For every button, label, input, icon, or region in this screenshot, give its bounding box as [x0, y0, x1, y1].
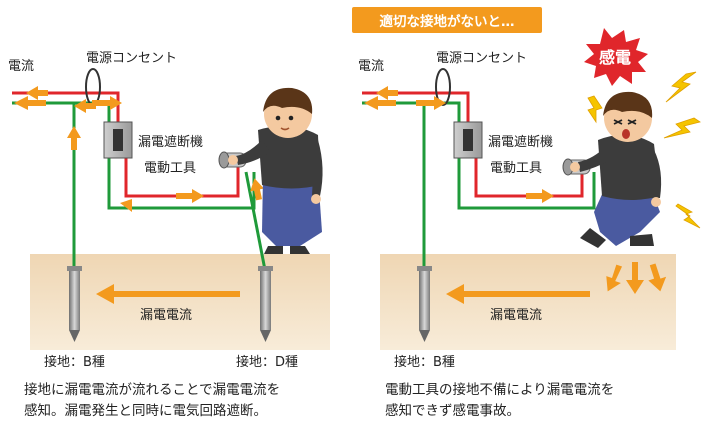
right-leak-arrow: [446, 284, 590, 304]
left-ground-rod-d: [258, 266, 273, 342]
right-outlet-label: 電源コンセント: [436, 51, 527, 66]
right-green-wire: [362, 101, 426, 270]
banner-no-grounding: 適切な接地がないと…: [352, 7, 542, 33]
right-green-wire-2: [424, 101, 596, 210]
left-person: [228, 87, 323, 254]
right-current-label: 電流: [358, 59, 384, 74]
right-ground-rod-b: [417, 266, 432, 342]
right-tool-label: 電動工具: [490, 161, 542, 176]
left-breaker-label: 漏電遮断機: [138, 134, 203, 150]
left-leak-arrow: [96, 284, 240, 304]
shock-label: 感電: [599, 48, 631, 67]
right-leak-label: 漏電電流: [490, 307, 542, 323]
left-breaker-box: [103, 121, 133, 159]
left-current-arrows: [14, 86, 264, 212]
right-panel: 感電 電流 電源コンセント 漏電遮断機 電動工具 漏電電流 接地：B種: [358, 28, 701, 370]
left-outlet-ring: [85, 68, 101, 106]
left-green-wire: [12, 101, 76, 270]
left-caption-line2: 感知。漏電発生と同時に電気回路遮断。: [24, 403, 267, 419]
right-current-arrows: [364, 86, 554, 203]
left-caption: 接地に漏電電流が流れることで漏電電流を 感知。漏電発生と同時に電気回路遮断。: [24, 380, 280, 422]
left-ground-rod-b: [67, 266, 82, 342]
right-caption: 電動工具の接地不備により漏電電流を 感知できず感電事故。: [385, 380, 614, 422]
left-leak-path-wire: [244, 171, 267, 271]
right-breaker-label: 漏電遮断機: [488, 134, 553, 150]
left-ground-b-label: 接地：B種: [44, 354, 105, 370]
lightning-bolts: [587, 71, 701, 229]
left-current-label: 電流: [8, 59, 34, 74]
left-outlet-label: 電源コンセント: [86, 51, 177, 66]
left-leak-label: 漏電電流: [140, 307, 192, 323]
right-caption-line1: 電動工具の接地不備により漏電電流を: [385, 382, 615, 398]
right-shock-arrows: [606, 262, 667, 294]
right-outlet-ring: [435, 68, 451, 106]
left-caption-line1: 接地に漏電電流が流れることで漏電電流を: [24, 382, 281, 398]
right-person-shocked: [570, 91, 662, 248]
left-ground-d-label: 接地：D種: [236, 354, 298, 370]
right-ground-b-label: 接地：B種: [394, 354, 455, 370]
right-caption-line2: 感知できず感電事故。: [385, 403, 520, 419]
right-breaker-box: [453, 121, 483, 159]
shock-badge: [584, 28, 648, 86]
left-tool-label: 電動工具: [144, 161, 196, 176]
left-panel: 電流 電源コンセント 漏電遮断機 電動工具 漏電電流 接地：B種 接地：D種: [8, 51, 330, 370]
